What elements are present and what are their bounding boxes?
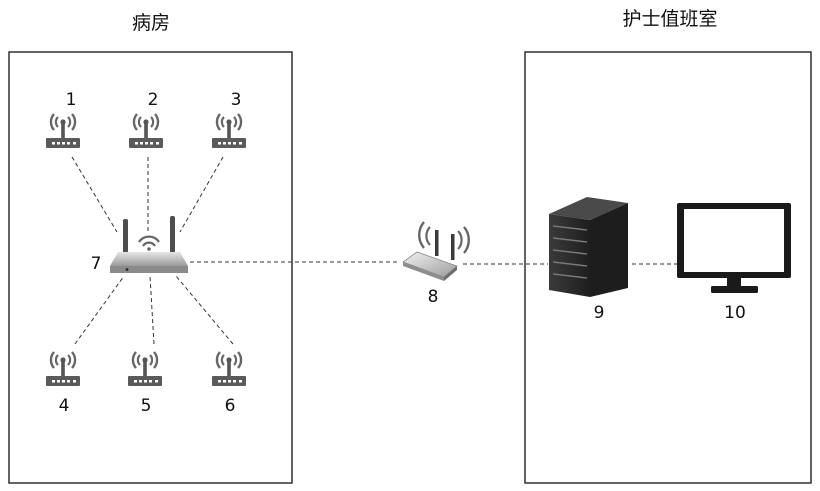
sensor-2-label: 2 (148, 90, 159, 110)
link-sensor-3-router (180, 157, 223, 232)
monitor-label: 10 (724, 303, 746, 323)
sensor-3-device (212, 114, 246, 148)
sensor-4-device (46, 352, 80, 386)
ward-title: 病房 (132, 12, 170, 34)
sensor-6-label: 6 (225, 396, 236, 416)
sensor-4-label: 4 (59, 396, 70, 416)
server-label: 9 (594, 303, 605, 323)
sensor-1-device (46, 114, 80, 148)
sensor-6-device (212, 352, 246, 386)
link-sensor-1-router (72, 157, 117, 232)
router-label: 7 (91, 254, 102, 274)
router-icon (110, 216, 188, 273)
sensor-3-label: 3 (231, 90, 242, 110)
access-point-label: 8 (428, 287, 439, 307)
sensor-5-device (128, 352, 162, 386)
sensor-2-device (129, 114, 163, 148)
sensor-1-label: 1 (66, 90, 77, 110)
nurse-station-title: 护士值班室 (622, 8, 717, 30)
server-icon (549, 197, 628, 297)
link-sensor-5-router (150, 276, 154, 344)
sensor-5-label: 5 (141, 396, 152, 416)
access-point-icon (403, 222, 469, 281)
monitor-icon (677, 203, 791, 293)
link-sensor-4-router (75, 276, 124, 344)
link-sensor-6-router (176, 276, 233, 344)
